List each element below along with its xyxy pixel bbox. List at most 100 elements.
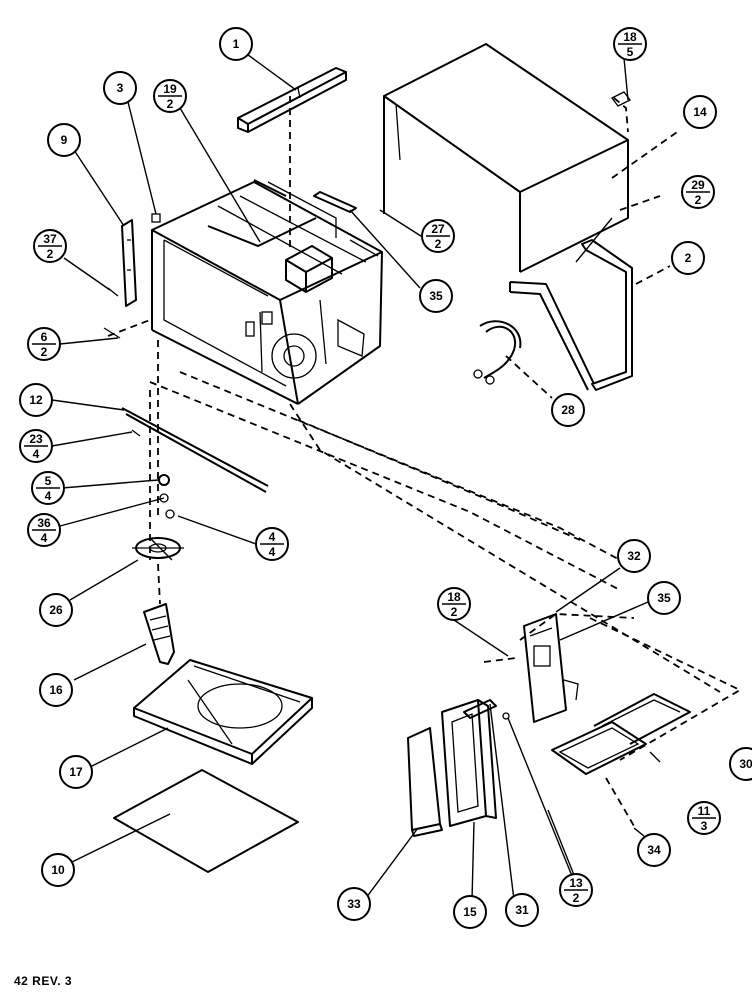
part-28-wire-harness — [473, 320, 522, 385]
callout-circle — [103, 71, 137, 105]
part-33-front-panel — [407, 727, 443, 837]
main-cavity-frame — [151, 181, 383, 405]
callout-quantity: 5 — [627, 45, 634, 59]
revision-footer: 42 REV. 3 — [14, 974, 73, 988]
callout-number: 33 — [347, 897, 361, 911]
callout-number: 10 — [51, 863, 65, 877]
part-17-base-tray — [133, 659, 313, 765]
callout-number: 15 — [463, 905, 477, 919]
callout-number: 16 — [49, 683, 63, 697]
callout-circle — [683, 95, 717, 129]
callout-c12: 12 — [19, 383, 53, 417]
callout-number: 37 — [43, 232, 57, 246]
callout-circle — [337, 887, 371, 921]
callout-circle — [39, 673, 73, 707]
callout-number: 18 — [447, 590, 461, 604]
callout-quantity: 4 — [45, 489, 52, 503]
callout-circle — [617, 539, 651, 573]
callout-number: 32 — [627, 549, 641, 563]
part-1-top-bracket — [237, 67, 347, 133]
part-2-trim-strip — [509, 239, 633, 391]
callout-quantity: 4 — [269, 545, 276, 559]
callout-circle — [39, 593, 73, 627]
callout-number: 26 — [49, 603, 63, 617]
callout-c9: 9 — [47, 123, 81, 157]
callout-number: 31 — [515, 903, 529, 917]
callout-number: 23 — [29, 432, 43, 446]
part-12-rod — [121, 407, 269, 487]
callout-c29: 292 — [681, 175, 715, 209]
callout-c4: 44 — [255, 527, 289, 561]
callout-c26: 26 — [39, 593, 73, 627]
callout-number: 27 — [431, 222, 445, 236]
callout-quantity: 4 — [33, 447, 40, 461]
callout-number: 13 — [569, 876, 583, 890]
callout-number: 19 — [163, 82, 177, 96]
part-32-control-bracket — [523, 613, 579, 723]
callout-quantity: 3 — [701, 819, 708, 833]
part-16-shaft — [143, 603, 175, 665]
callout-c10: 10 — [41, 853, 75, 887]
callout-circle — [219, 27, 253, 61]
callout-circle — [59, 755, 93, 789]
callout-number: 1 — [233, 37, 240, 51]
callout-number: 34 — [647, 843, 661, 857]
callout-number: 29 — [691, 178, 705, 192]
callout-number: 11 — [698, 804, 711, 818]
callout-number: 6 — [41, 330, 48, 344]
callout-number: 12 — [29, 393, 43, 407]
callout-circle — [647, 581, 681, 615]
part-14-outer-cabinet — [383, 43, 629, 273]
callout-circle — [419, 279, 453, 313]
callout-number: 5 — [45, 474, 52, 488]
callout-quantity: 4 — [41, 531, 48, 545]
callout-c17: 17 — [59, 755, 93, 789]
callout-number: 14 — [693, 105, 707, 119]
callout-leaders — [51, 51, 649, 901]
callout-quantity: 2 — [41, 345, 48, 359]
callout-c14: 14 — [683, 95, 717, 129]
callout-number: 35 — [657, 591, 671, 605]
callout-circle — [505, 893, 539, 927]
callout-circle — [453, 895, 487, 929]
callout-c6: 62 — [27, 327, 61, 361]
callout-c3: 3 — [103, 71, 137, 105]
callout-c23: 234 — [19, 429, 53, 463]
callout-c5: 54 — [31, 471, 65, 505]
callout-number: 3 — [117, 81, 124, 95]
callout-c30: 30 — [729, 747, 752, 781]
part-34-frame — [551, 693, 691, 775]
callout-circle — [729, 747, 752, 781]
callout-quantity: 2 — [573, 891, 580, 905]
callout-c37: 372 — [33, 229, 67, 263]
part-15-door-frame — [441, 699, 497, 827]
callout-c19: 192 — [153, 79, 187, 113]
callout-number: 18 — [623, 30, 637, 44]
callout-number: 36 — [37, 516, 51, 530]
callout-c27: 272 — [421, 219, 455, 253]
callout-c31: 31 — [505, 893, 539, 927]
callout-number: 2 — [685, 251, 692, 265]
callout-circle — [671, 241, 705, 275]
callout-circle — [47, 123, 81, 157]
callout-c11: 113 — [687, 801, 721, 835]
callout-c13: 132 — [559, 873, 593, 907]
callout-quantity: 2 — [695, 193, 702, 207]
callout-quantity: 2 — [435, 237, 442, 251]
callout-number: 35 — [429, 289, 443, 303]
part-26-stirrer — [132, 537, 184, 561]
callout-c35a: 35 — [419, 279, 453, 313]
callout-c16: 16 — [39, 673, 73, 707]
callout-quantity: 2 — [451, 605, 458, 619]
callout-circle — [41, 853, 75, 887]
callout-c35b: 35 — [647, 581, 681, 615]
callout-quantity: 2 — [47, 247, 54, 261]
callout-c32: 32 — [617, 539, 651, 573]
callout-c2: 2 — [671, 241, 705, 275]
callout-circle — [551, 393, 585, 427]
callout-quantity: 2 — [167, 97, 174, 111]
part-10-bottom-plate — [113, 769, 299, 873]
